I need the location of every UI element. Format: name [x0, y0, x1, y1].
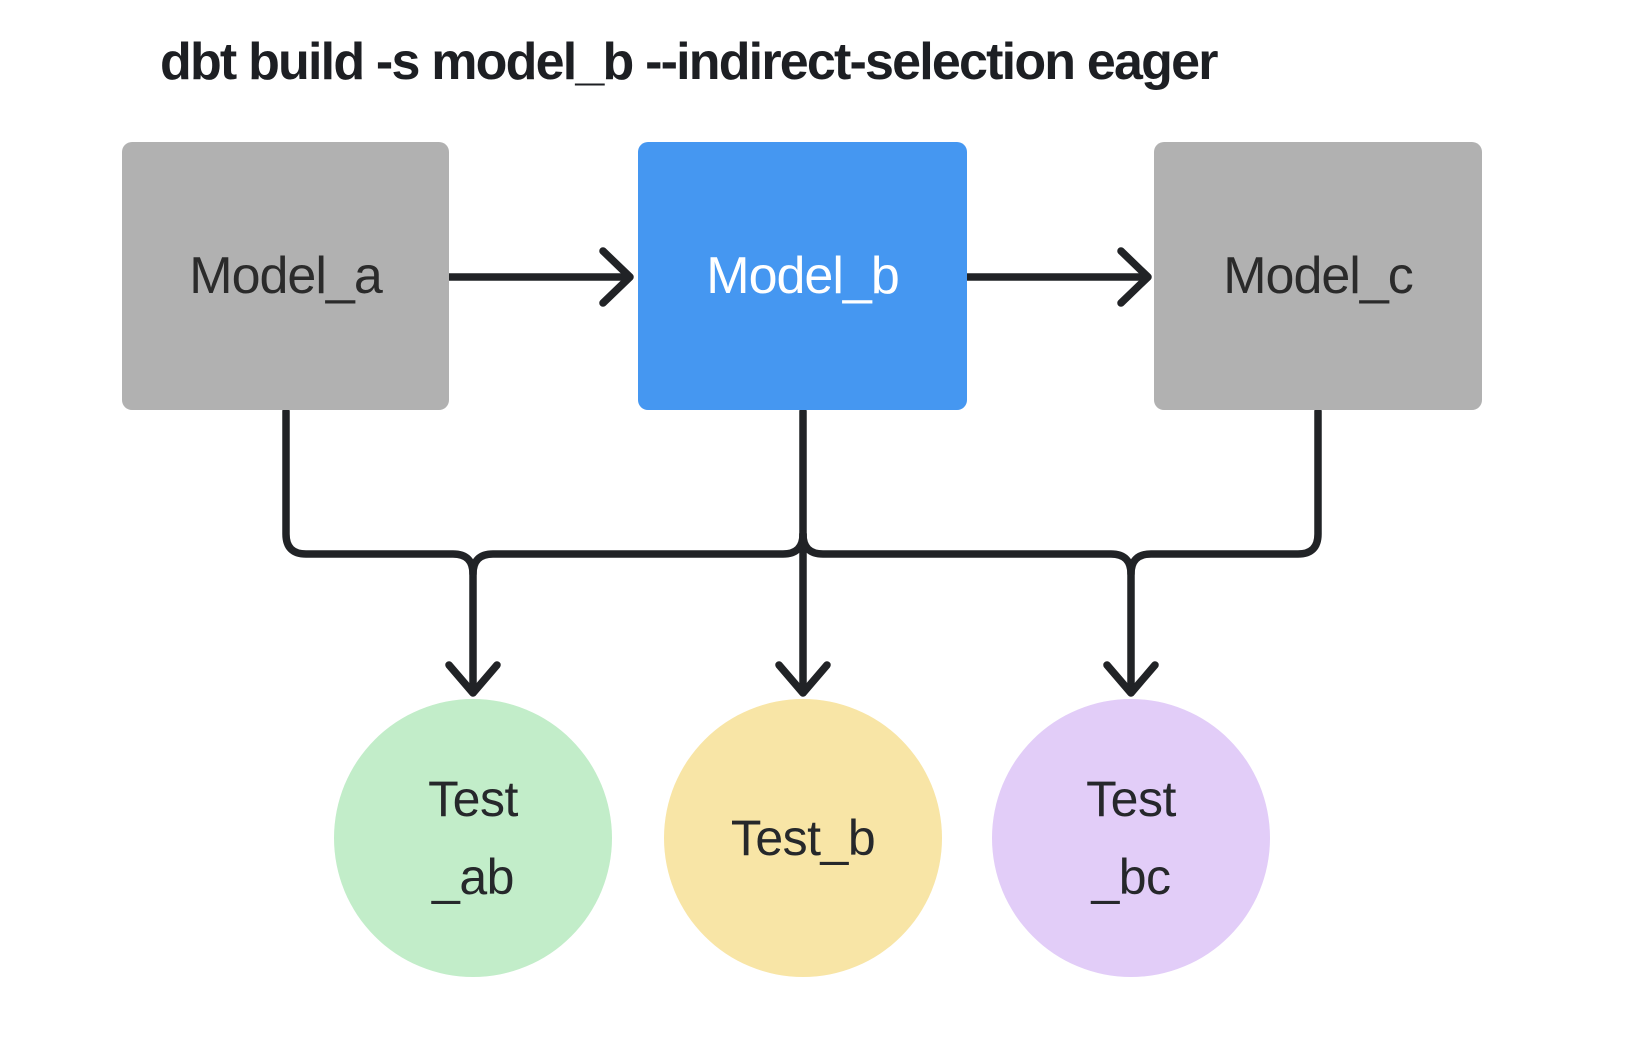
edge-merge-bar-right — [799, 530, 1135, 578]
node-test-ab-label-line1: Test — [428, 771, 518, 827]
node-test-bc: Test _bc — [992, 699, 1270, 977]
edge-test-ab-arrowhead-icon — [445, 661, 501, 697]
node-test-b-label-line1: Test_b — [730, 810, 876, 866]
edge-model-a-to-test-ab — [282, 407, 477, 691]
edge-test-b-arrowhead-icon — [775, 661, 831, 697]
node-model-a-label: Model_a — [189, 247, 382, 305]
node-model-b: Model_b — [638, 142, 967, 410]
node-test-bc-label-line2: _bc — [1091, 849, 1171, 905]
edge-model-b-to-model-c-arrowhead-icon — [1117, 247, 1152, 307]
edge-model-a-to-model-b-arrowhead-icon — [599, 247, 634, 307]
node-model-c-label: Model_c — [1223, 247, 1414, 305]
node-test-ab: Test _ab — [334, 699, 612, 977]
diagram-title: dbt build -s model_b --indirect-selectio… — [160, 33, 1218, 91]
node-test-b: Test_b — [664, 699, 942, 977]
node-model-a: Model_a — [122, 142, 449, 410]
edge-model-c-to-test-bc — [1127, 407, 1322, 691]
edge-merge-bar-left — [469, 530, 807, 578]
node-model-b-label: Model_b — [706, 247, 899, 305]
node-test-bc-label-line1: Test — [1086, 771, 1176, 827]
node-model-c: Model_c — [1154, 142, 1482, 410]
node-test-ab-label-line2: _ab — [432, 849, 514, 905]
edge-test-bc-arrowhead-icon — [1103, 661, 1159, 697]
